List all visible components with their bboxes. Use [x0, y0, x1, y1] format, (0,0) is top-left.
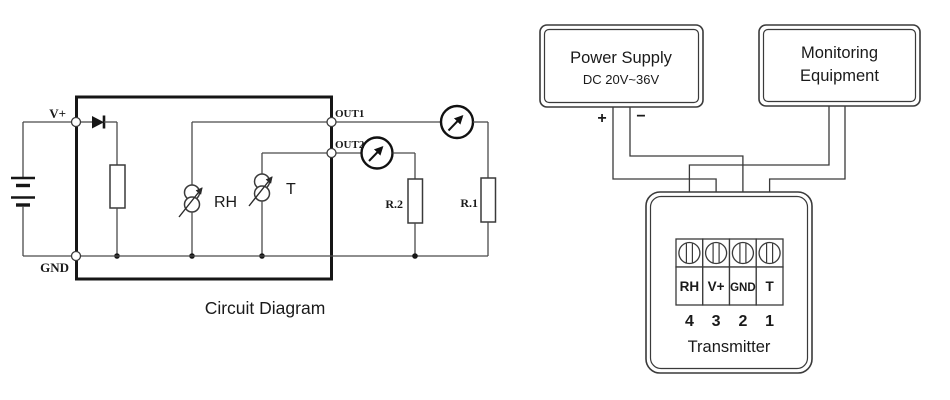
out2-node — [326, 147, 337, 159]
terminal-number: 3 — [712, 313, 721, 330]
out2-meter-icon — [336, 136, 416, 179]
terminal-label: T — [765, 279, 774, 294]
t-sensor-label: T — [286, 181, 296, 198]
terminal-t: T 1 — [755, 238, 784, 330]
plus-terminal-label: + — [597, 110, 606, 127]
diode-icon — [80, 115, 117, 129]
r2-label: R.2 — [385, 197, 403, 211]
terminal-rh: RH 4 — [675, 238, 704, 330]
terminal-number: 2 — [738, 313, 747, 330]
out1-meter-icon — [336, 104, 489, 178]
circuit-diagram-caption: Circuit Diagram — [205, 298, 326, 318]
power-supply-title: Power Supply — [570, 49, 673, 67]
screw-icon — [704, 241, 728, 265]
vplus-label: V+ — [49, 106, 66, 121]
terminal-label: RH — [680, 279, 700, 294]
t-sensor-icon — [248, 152, 328, 259]
minus-terminal-label: − — [636, 108, 645, 125]
screw-icon — [731, 241, 755, 265]
internal-resistor — [109, 122, 126, 259]
terminal-gnd: GND 2 — [728, 238, 757, 330]
r1-load-resistor — [480, 177, 497, 256]
rh-sensor-icon — [178, 121, 328, 259]
gnd-label: GND — [40, 260, 69, 275]
power-supply-voltage: DC 20V~36V — [583, 72, 660, 87]
screw-icon — [758, 241, 781, 265]
monitoring-title-line1: Monitoring — [801, 44, 878, 62]
r2-load-resistor — [407, 178, 424, 259]
out1-node — [326, 116, 337, 128]
circuit-box — [75, 95, 333, 281]
out2-label: OUT2 — [335, 139, 365, 151]
terminal-vplus: V+ 3 — [702, 238, 731, 330]
terminal-label: V+ — [708, 279, 725, 294]
battery-icon — [11, 122, 35, 256]
vplus-node — [70, 116, 82, 128]
screw-icon — [678, 241, 701, 265]
monitoring-equipment-box: Monitoring Equipment — [758, 24, 921, 107]
monitoring-title-line2: Equipment — [800, 67, 879, 85]
terminal-number: 4 — [685, 313, 694, 330]
terminal-block: RH 4 V+ 3 — [675, 238, 784, 330]
power-supply-box: Power Supply DC 20V~36V — [539, 24, 704, 108]
transmitter-title: Transmitter — [688, 338, 771, 356]
out1-label: OUT1 — [335, 108, 364, 120]
rh-sensor-label: RH — [214, 194, 237, 211]
r1-label: R.1 — [460, 196, 478, 210]
terminal-number: 1 — [765, 313, 774, 330]
terminal-label: GND — [730, 282, 756, 294]
circuit-diagram-section: RH T R.1 — [11, 95, 497, 318]
gnd-node — [70, 250, 82, 262]
connection-diagram-section: Power Supply DC 20V~36V + − Monitoring E… — [539, 24, 921, 374]
